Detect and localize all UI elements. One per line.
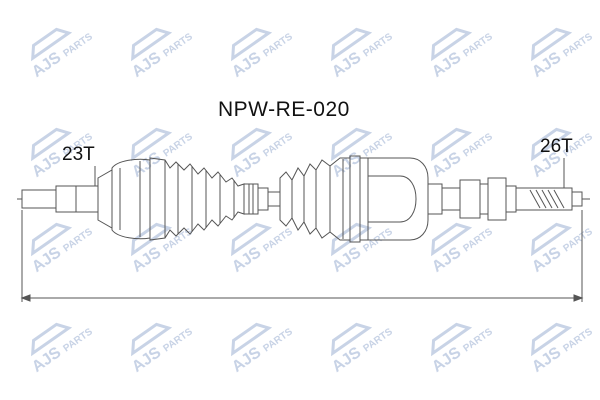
left-cv-joint [97, 158, 151, 240]
left-spline-count: 23T [62, 144, 95, 165]
part-number-label: NPW-RE-020 [218, 98, 350, 121]
right-boot [279, 157, 351, 241]
left-stub-shaft [17, 185, 99, 213]
left-clamp [243, 183, 269, 215]
right-joint-housing [349, 155, 429, 243]
right-spline-count: 26T [540, 136, 573, 157]
middle-shaft [267, 191, 281, 207]
leader-lines [94, 158, 565, 188]
left-boot [149, 157, 245, 241]
right-stub-shaft [427, 177, 590, 221]
length-dimension [20, 210, 584, 302]
